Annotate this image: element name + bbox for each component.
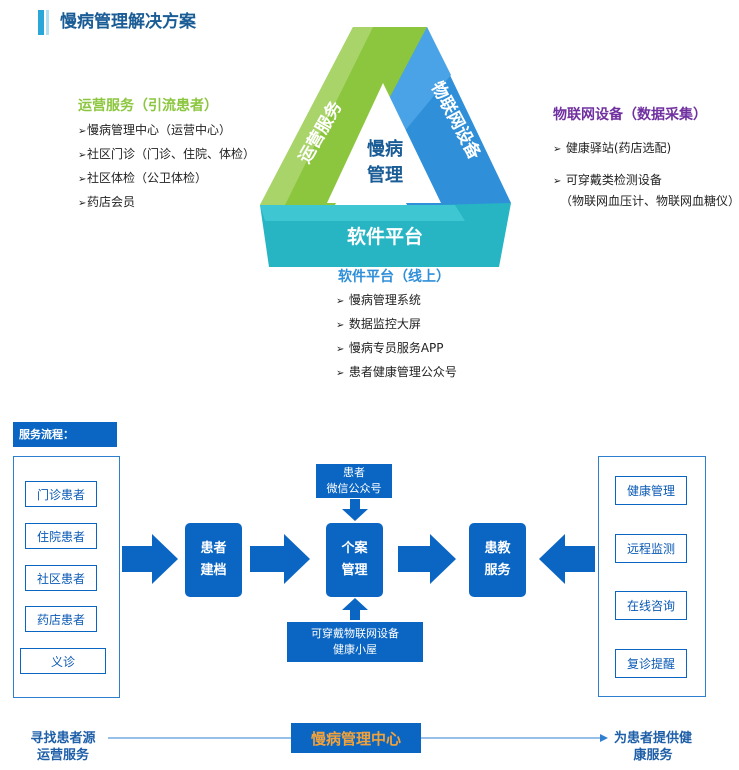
title-accent-bar <box>38 10 44 35</box>
operations-list: ➢慢病管理中心（运营中心） ➢社区门诊（门诊、住院、体检） ➢社区体检（公卫体检… <box>78 119 255 215</box>
input-device-box: 可穿戴物联网设备 健康小屋 <box>287 622 423 662</box>
software-item: ➢ 患者健康管理公众号 <box>336 361 457 385</box>
source-box: 住院患者 <box>25 523 97 549</box>
software-heading: 软件平台（线上） <box>338 269 450 285</box>
iot-list: ➢ 健康驿站(药店选配) ➢ 可穿戴类检测设备 <box>553 133 671 197</box>
triangle-diagram: 运营服务 物联网设备 软件平台 慢病 管理 <box>260 27 511 267</box>
bullet-arrow-icon: ➢ <box>336 344 345 355</box>
operations-item: ➢社区体检（公卫体检） <box>78 167 255 191</box>
flow-arrow-right-icon <box>122 534 178 584</box>
software-item: ➢ 数据监控大屏 <box>336 313 457 337</box>
source-box: 门诊患者 <box>25 481 97 507</box>
operations-heading: 运营服务（引流患者） <box>78 98 218 114</box>
triangle-bottom-band-highlight <box>260 205 465 221</box>
iot-heading: 物联网设备（数据采集） <box>553 107 707 123</box>
service-box: 在线咨询 <box>615 591 687 620</box>
triangle-center <box>327 83 441 203</box>
bullet-arrow-icon: ➢ <box>78 150 87 161</box>
service-box: 远程监测 <box>615 534 687 563</box>
bullet-arrow-icon: ➢ <box>336 320 345 331</box>
bullet-arrow-icon: ➢ <box>336 296 345 307</box>
flow-label: 服务流程： <box>13 422 117 447</box>
software-list: ➢ 慢病管理系统 ➢ 数据监控大屏 ➢ 慢病专员服务APP ➢ 患者健康管理公众… <box>336 289 457 385</box>
bullet-arrow-icon: ➢ <box>553 144 562 155</box>
iot-item: ➢ 可穿戴类检测设备 <box>553 165 671 197</box>
flow-arrow-left-icon <box>539 534 595 584</box>
source-box: 社区患者 <box>25 565 97 591</box>
flow-arrow-down-icon <box>342 499 368 521</box>
center-banner: 慢病管理中心 <box>291 723 421 753</box>
triangle-bottom-label: 软件平台 <box>347 225 423 248</box>
step-education-service: 患教 服务 <box>469 523 526 597</box>
bullet-arrow-icon: ➢ <box>336 368 345 379</box>
service-box: 健康管理 <box>615 476 687 505</box>
bullet-arrow-icon: ➢ <box>78 198 87 209</box>
input-wechat-box: 患者 微信公众号 <box>316 464 392 498</box>
flow-arrow-right-icon <box>398 534 456 584</box>
triangle-center-label-1: 慢病 <box>367 138 403 160</box>
bullet-arrow-icon: ➢ <box>78 174 87 185</box>
iot-item: ➢ 健康驿站(药店选配) <box>553 133 671 165</box>
operations-item: ➢慢病管理中心（运营中心） <box>78 119 255 143</box>
title-accent-bar-light <box>46 10 49 35</box>
triangle-center-label-2: 管理 <box>367 164 403 186</box>
service-box: 复诊提醒 <box>615 649 687 678</box>
source-box: 药店患者 <box>25 606 97 632</box>
page-title: 慢病管理解决方案 <box>60 12 196 32</box>
flow-arrow-up-icon <box>342 598 368 620</box>
operations-item: ➢社区门诊（门诊、住院、体检） <box>78 143 255 167</box>
software-item: ➢ 慢病专员服务APP <box>336 337 457 361</box>
bottom-left-text: 寻找患者源 运营服务 <box>30 731 96 763</box>
flow-arrow-right-icon <box>250 534 310 584</box>
triangle-left-band-highlight <box>260 27 373 205</box>
step-patient-record: 患者 建档 <box>185 523 242 597</box>
operations-item: ➢药店会员 <box>78 191 255 215</box>
bottom-right-text: 为患者提供健 康服务 <box>613 731 692 763</box>
bullet-arrow-icon: ➢ <box>553 176 562 187</box>
iot-note: （物联网血压计、物联网血糖仪） <box>560 194 739 208</box>
bullet-arrow-icon: ➢ <box>78 126 87 137</box>
step-case-management: 个案 管理 <box>326 523 383 597</box>
software-item: ➢ 慢病管理系统 <box>336 289 457 313</box>
source-box: 义诊 <box>20 648 106 674</box>
